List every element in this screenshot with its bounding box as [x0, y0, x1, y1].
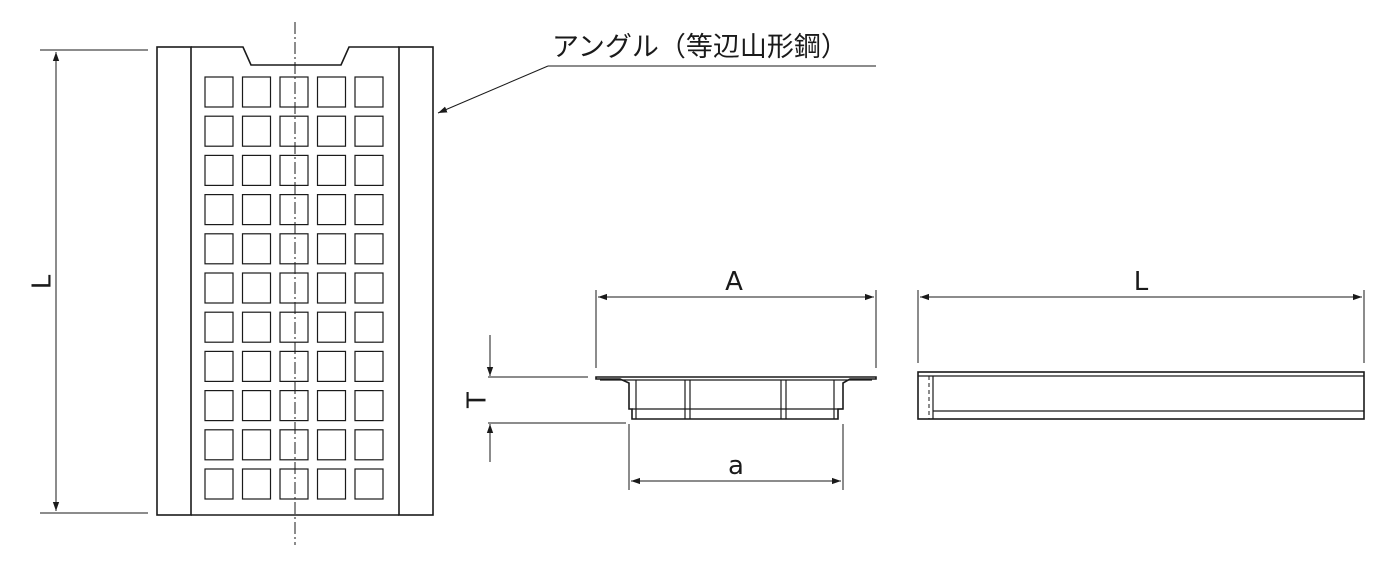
grating-opening — [316, 429, 347, 461]
grating-opening — [316, 311, 347, 343]
grating-opening — [204, 468, 234, 500]
side-length-label: L — [1134, 267, 1149, 297]
grating-opening — [354, 429, 384, 461]
grating-opening — [279, 154, 309, 186]
right-angle-hatch — [398, 46, 434, 516]
grating-opening — [316, 272, 347, 304]
grating-opening — [241, 272, 272, 304]
grating-opening — [316, 194, 347, 226]
grating-opening — [204, 311, 234, 343]
grating-opening — [241, 233, 272, 265]
grating-opening — [241, 76, 272, 108]
grating-opening — [279, 429, 309, 461]
grating-opening — [204, 429, 234, 461]
grating-opening — [241, 194, 272, 226]
left-angle-hatch — [156, 46, 192, 516]
grating-opening — [354, 390, 384, 422]
grating-opening — [241, 154, 272, 186]
grating-opening — [279, 233, 309, 265]
grating-opening — [204, 115, 234, 147]
callout-text: アングル（等辺山形鋼） — [552, 32, 848, 63]
grating-opening — [204, 272, 234, 304]
grating-opening — [241, 311, 272, 343]
grating-openings — [204, 76, 384, 500]
grating-opening — [279, 272, 309, 304]
grating-opening — [279, 350, 309, 382]
grating-opening — [354, 154, 384, 186]
callout-leader — [437, 65, 549, 114]
grating-plate-outline — [191, 46, 399, 66]
front-width-inner-label: a — [728, 451, 744, 481]
grating-opening — [279, 115, 309, 147]
grating-opening — [241, 115, 272, 147]
grating-opening — [279, 390, 309, 422]
plan-length-label: L — [28, 274, 58, 289]
grating-opening — [316, 76, 347, 108]
grating-opening — [204, 154, 234, 186]
grating-opening — [204, 76, 234, 108]
grating-opening — [316, 233, 347, 265]
grating-opening — [354, 233, 384, 265]
grating-opening — [354, 350, 384, 382]
side-view: L — [917, 267, 1365, 420]
grating-opening — [279, 468, 309, 500]
grating-opening — [204, 390, 234, 422]
grating-opening — [204, 350, 234, 382]
grating-opening — [316, 468, 347, 500]
grating-opening — [354, 311, 384, 343]
plan-view: L アングル（等辺山形鋼） — [28, 22, 876, 545]
grating-opening — [241, 350, 272, 382]
grating-opening — [316, 390, 347, 422]
grating-opening — [241, 429, 272, 461]
grating-opening — [316, 350, 347, 382]
side-profile-outline — [917, 371, 1365, 420]
grating-opening — [354, 272, 384, 304]
grating-opening — [354, 194, 384, 226]
grating-opening — [316, 154, 347, 186]
grating-opening — [241, 468, 272, 500]
grating-opening — [354, 115, 384, 147]
grating-opening — [204, 233, 234, 265]
grating-opening — [279, 194, 309, 226]
front-width-outer-label: A — [725, 267, 743, 297]
grating-opening — [241, 390, 272, 422]
grating-opening — [204, 194, 234, 226]
grating-opening — [354, 76, 384, 108]
grating-opening — [354, 468, 384, 500]
front-height-label: T — [463, 392, 493, 409]
grating-opening — [279, 311, 309, 343]
grating-opening — [279, 76, 309, 108]
front-view: A a T — [463, 267, 877, 490]
grating-opening — [316, 115, 347, 147]
